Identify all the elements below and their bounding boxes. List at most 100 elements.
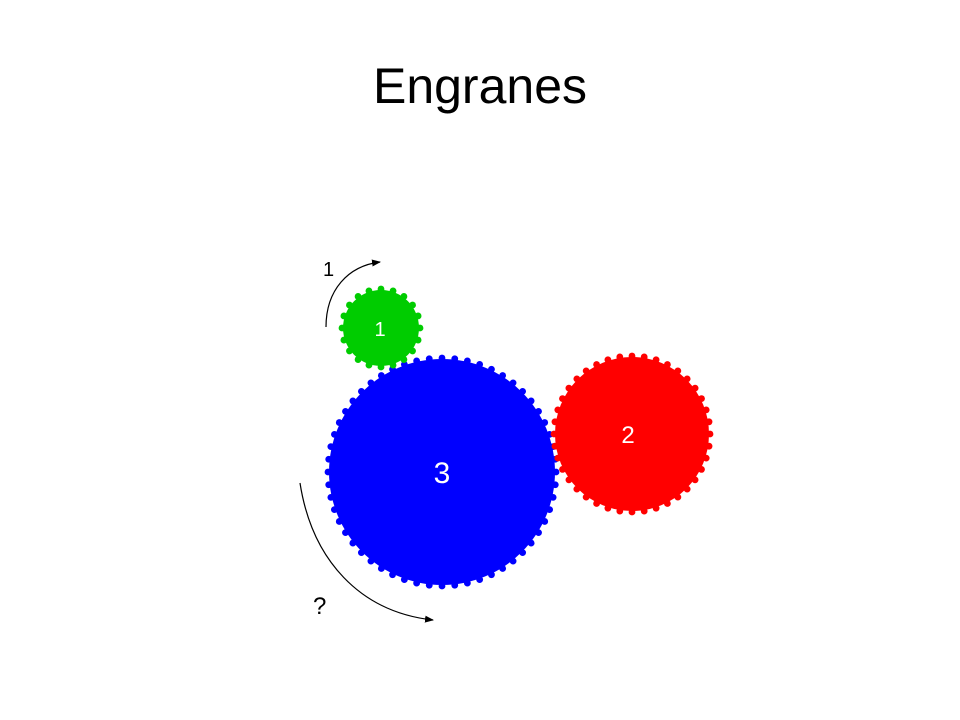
gear-tooth — [331, 430, 338, 438]
gear-tooth — [338, 324, 346, 332]
gear-tooth — [535, 529, 542, 537]
slide-title: Engranes — [372, 58, 588, 114]
gear-tooth — [476, 576, 484, 583]
gear-tooth — [438, 582, 446, 590]
gear-tooth — [702, 454, 710, 462]
gear-tooth — [325, 481, 333, 489]
gear-tooth — [519, 387, 527, 395]
gear-tooth — [389, 571, 396, 579]
gear-tooth — [377, 565, 385, 572]
gear-tooth — [425, 581, 433, 589]
gear-tooth — [414, 312, 422, 320]
gear-tooth — [683, 485, 691, 493]
gear-tooth — [582, 493, 590, 501]
gear-tooth — [616, 507, 624, 515]
gear-tooth — [413, 357, 421, 365]
gear-2-label: 2 — [621, 422, 634, 449]
rotation-label-bottom: ? — [313, 593, 326, 620]
gear-tooth — [702, 406, 710, 414]
gear-tooth — [535, 407, 542, 415]
gear-tooth — [365, 361, 373, 369]
gear-tooth — [559, 395, 566, 402]
gear-tooth — [551, 481, 559, 489]
gear-tooth — [377, 285, 385, 293]
gear-tooth — [400, 356, 408, 363]
gear-tooth — [346, 347, 353, 355]
gear-tooth — [425, 355, 433, 363]
gear-tooth — [488, 571, 495, 579]
gear-tooth — [346, 301, 353, 309]
gear-tooth — [354, 293, 362, 300]
gear-tooth — [652, 504, 660, 512]
gear-tooth — [499, 565, 507, 572]
gear-tooth — [335, 518, 343, 525]
gear-tooth — [414, 336, 422, 344]
gear-tooth — [691, 384, 699, 392]
gear-tooth — [551, 442, 559, 450]
gear-tooth — [438, 354, 446, 362]
gear-tooth — [573, 485, 581, 493]
gear-tooth — [327, 443, 335, 451]
gear-tooth — [519, 549, 527, 557]
gear-tooth — [593, 500, 600, 507]
gear-tooth — [335, 419, 343, 426]
gear-tooth — [616, 353, 624, 361]
gear-tooth — [325, 455, 333, 463]
gear-tooth — [342, 407, 349, 415]
gear-tooth — [509, 379, 517, 387]
gear-tooth — [367, 379, 375, 387]
gear-tooth — [604, 356, 612, 364]
gear-tooth — [573, 375, 581, 383]
gear-tooth — [664, 361, 671, 368]
gear-tooth — [640, 507, 648, 515]
gear-tooth — [354, 356, 362, 363]
gear-tooth — [698, 395, 705, 402]
gear-tooth — [476, 361, 484, 368]
gear-tooth — [324, 468, 332, 476]
gear-tooth — [640, 353, 648, 361]
gear-tooth — [565, 384, 573, 392]
gear-tooth — [377, 372, 385, 379]
gear-tooth — [409, 347, 416, 355]
gear-3: 3 — [324, 354, 560, 590]
gear-tooth — [389, 361, 397, 369]
gear-tooth — [541, 518, 549, 525]
gear-tooth — [349, 539, 357, 547]
gear-tooth — [367, 557, 375, 565]
gear-tooth — [340, 336, 348, 344]
rotation-arrow-top — [325, 259, 381, 328]
gear-tooth — [552, 468, 560, 476]
gear-tooth — [691, 476, 699, 484]
gear-tooth — [416, 324, 424, 332]
gear-tooth — [357, 387, 365, 395]
gear-3-teeth — [324, 354, 560, 590]
gear-tooth — [365, 287, 373, 295]
gear-tooth — [340, 312, 348, 320]
gear-tooth — [683, 375, 691, 383]
gear-3-body — [329, 359, 555, 585]
gear-tooth — [565, 476, 573, 484]
gear-2-body — [555, 357, 709, 511]
gear-tooth — [628, 352, 636, 360]
gear-tooth — [357, 549, 365, 557]
gear-tooth — [664, 500, 671, 507]
gear-tooth — [463, 357, 471, 365]
gear-tooth — [593, 361, 600, 368]
gear-1: 1 — [338, 285, 424, 371]
gear-tooth — [554, 454, 562, 462]
gear-tooth — [582, 367, 590, 375]
gear-tooth — [674, 493, 682, 501]
gear-tooth — [342, 529, 349, 537]
gear-tooth — [554, 406, 562, 414]
gear-tooth — [499, 372, 507, 379]
gear-2: 2 — [550, 352, 714, 516]
gear-tooth — [551, 418, 559, 426]
gear-1-teeth — [338, 285, 424, 371]
gear-tooth — [698, 466, 705, 473]
gear-tooth — [706, 430, 714, 438]
gear-tooth — [349, 397, 357, 405]
gear-tooth — [652, 356, 660, 364]
gear-tooth — [451, 355, 459, 363]
gear-tooth — [377, 363, 385, 371]
